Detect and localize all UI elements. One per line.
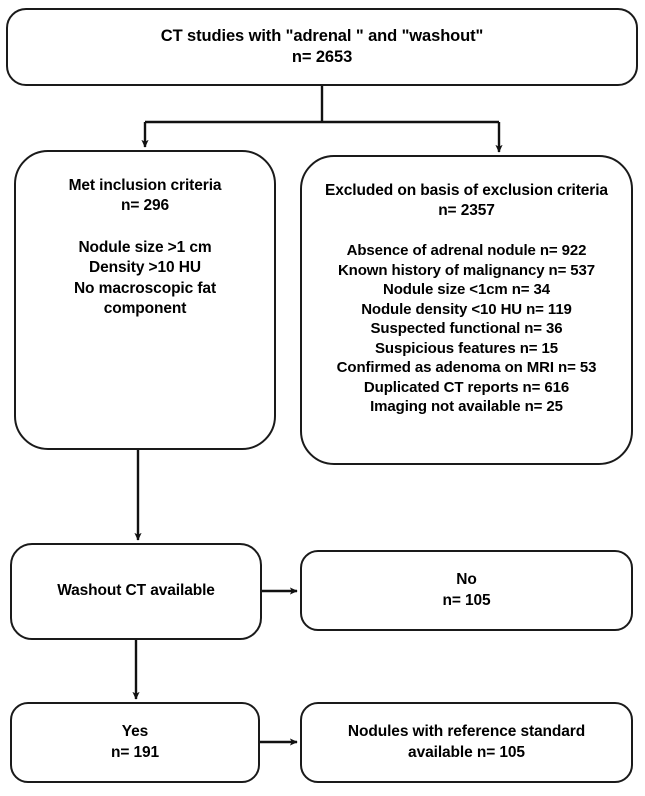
node-washout-ct-available[interactable]: Washout CT available bbox=[10, 543, 262, 640]
node-washout-no[interactable]: No n= 105 bbox=[300, 550, 633, 631]
node-source-count: n= 2653 bbox=[291, 48, 353, 66]
node-washout-yes[interactable]: Yes n= 191 bbox=[10, 702, 260, 783]
edge-source-to-split bbox=[145, 86, 499, 124]
node-included-title: Met inclusion criteria bbox=[68, 177, 222, 194]
node-no-count: n= 105 bbox=[442, 591, 491, 609]
exclusion-reason: Imaging not available n= 25 bbox=[370, 398, 563, 416]
node-reference-count: available n= 105 bbox=[408, 743, 525, 761]
inclusion-criterion: component bbox=[103, 299, 187, 317]
exclusion-reason: Nodule density <10 HU n= 119 bbox=[361, 300, 572, 318]
node-excluded-title: Excluded on basis of exclusion criteria bbox=[325, 182, 608, 199]
node-excluded-count: n= 2357 bbox=[438, 202, 495, 220]
node-yes-count: n= 191 bbox=[110, 743, 160, 761]
node-no-title: No bbox=[456, 571, 477, 589]
node-reference-standard[interactable]: Nodules with reference standard availabl… bbox=[300, 702, 633, 783]
exclusion-reason: Suspicious features n= 15 bbox=[375, 339, 558, 357]
exclusion-reason: Nodule size <1cm n= 34 bbox=[382, 281, 551, 299]
exclusion-reason: Suspected functional n= 36 bbox=[370, 320, 563, 338]
node-met-inclusion-criteria[interactable]: Met inclusion criteria n= 296 Nodule siz… bbox=[14, 150, 276, 450]
node-excluded-criteria[interactable]: Excluded on basis of exclusion criteria … bbox=[300, 155, 633, 465]
node-excluded-header: Excluded on basis of exclusion criteria … bbox=[325, 181, 608, 221]
node-yes-title: Yes bbox=[121, 723, 149, 741]
node-washout-title: Washout CT available bbox=[57, 582, 215, 600]
node-included-count: n= 296 bbox=[120, 197, 170, 215]
inclusion-criterion: No macroscopic fat bbox=[73, 279, 217, 297]
inclusion-criterion: Density >10 HU bbox=[89, 259, 201, 277]
node-source-cohort[interactable]: CT studies with "adrenal " and "washout"… bbox=[6, 8, 638, 86]
inclusion-criterion: Nodule size >1 cm bbox=[78, 239, 212, 257]
node-source-title: CT studies with "adrenal " and "washout" bbox=[160, 26, 484, 45]
node-reference-title: Nodules with reference standard bbox=[347, 723, 586, 741]
exclusion-reason: Known history of malignancy n= 537 bbox=[337, 261, 596, 279]
exclusion-reason: Absence of adrenal nodule n= 922 bbox=[346, 242, 587, 260]
exclusion-reason: Confirmed as adenoma on MRI n= 53 bbox=[336, 359, 597, 377]
exclusion-reason: Duplicated CT reports n= 616 bbox=[363, 378, 570, 396]
